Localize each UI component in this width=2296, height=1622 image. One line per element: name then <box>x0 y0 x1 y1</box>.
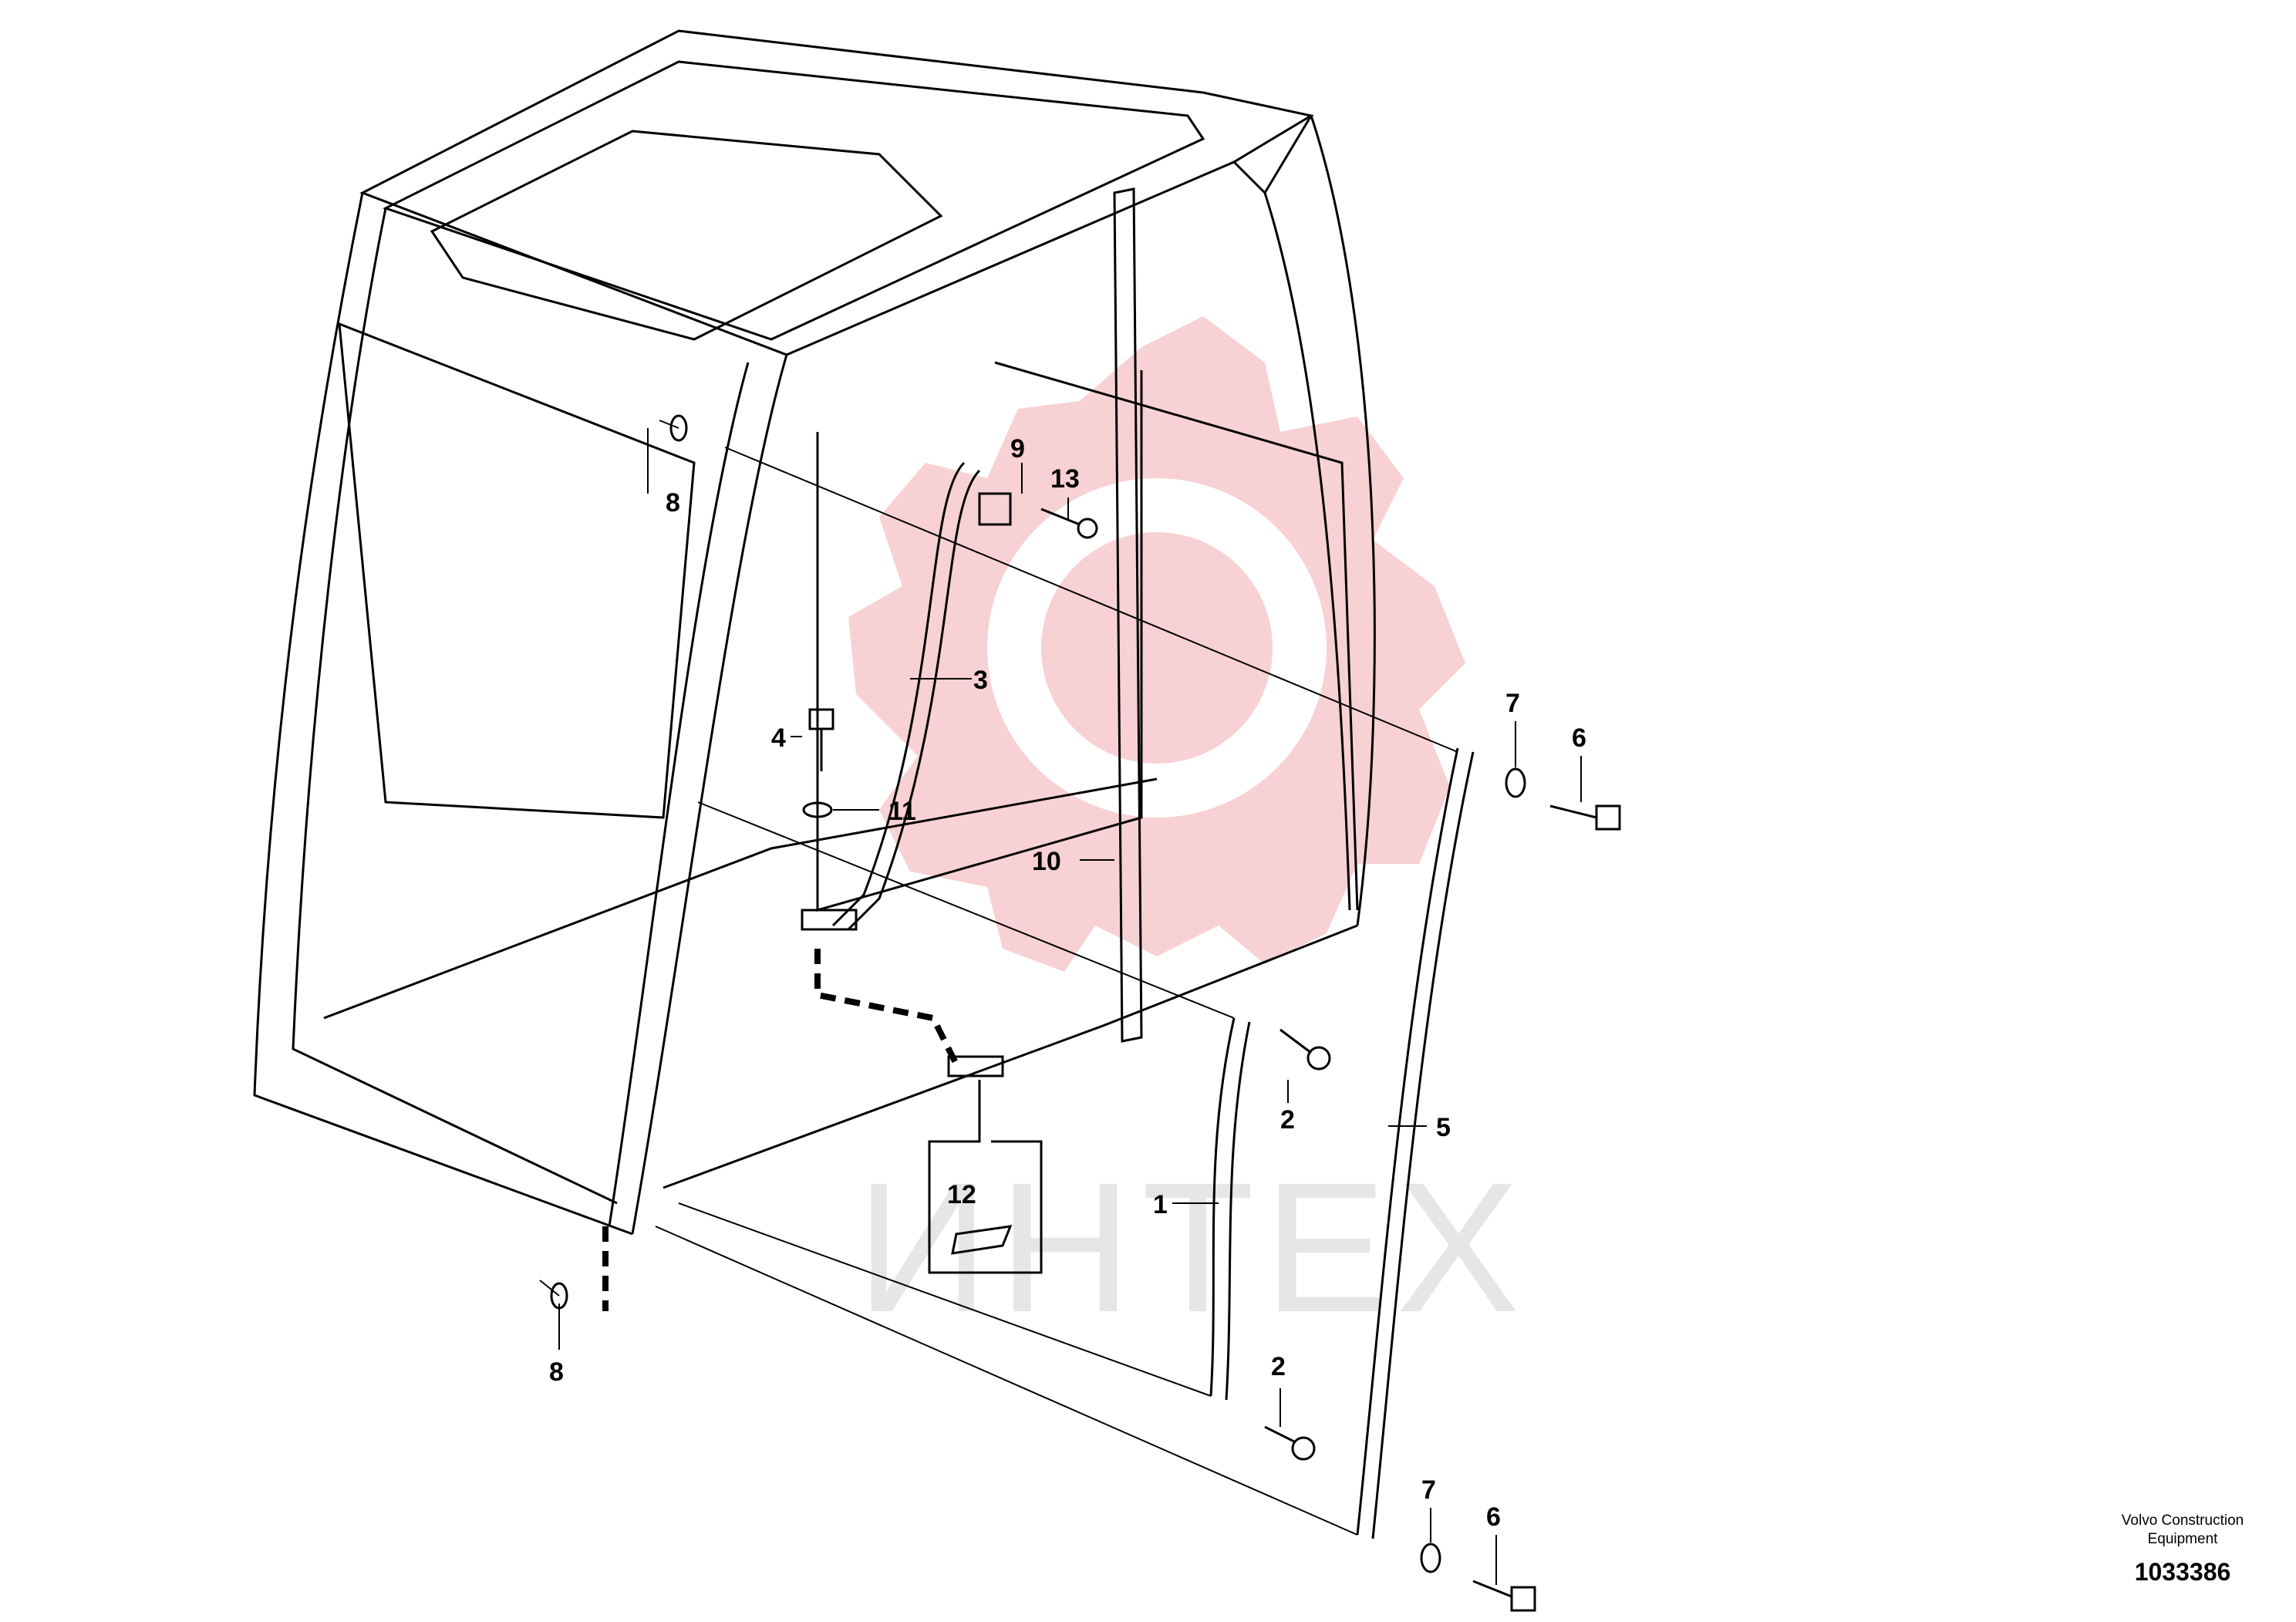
manufacturer-line-1: Volvo Construction <box>2121 1512 2244 1529</box>
part-7-washer-upper <box>1505 767 1526 798</box>
callout-13: 13 <box>1050 464 1080 494</box>
callout-8-lower: 8 <box>549 1357 564 1387</box>
callout-9: 9 <box>1010 434 1025 464</box>
part-9-clip <box>978 492 1012 526</box>
callout-2-upper: 2 <box>1280 1105 1295 1135</box>
cab-frame <box>253 29 1376 1236</box>
part-2-screw-lower <box>1264 1425 1296 1444</box>
manufacturer-line-2: Equipment <box>2147 1531 2218 1547</box>
part-13-screw <box>1040 508 1081 526</box>
dashed-connectors <box>602 949 959 1311</box>
part-11-washer <box>802 801 833 818</box>
part-1-rod <box>1209 1017 1236 1397</box>
part-6-bolt-lower <box>1472 1580 1512 1598</box>
parts <box>550 414 1621 1612</box>
part-7-washer-lower <box>1420 1543 1441 1573</box>
callout-1: 1 <box>1153 1190 1168 1219</box>
callout-5: 5 <box>1436 1113 1451 1142</box>
part-12-pad <box>951 1225 1013 1255</box>
callout-6-upper: 6 <box>1572 723 1586 753</box>
callout-11: 11 <box>888 797 916 826</box>
part-3-foot <box>801 909 858 931</box>
callout-3: 3 <box>973 666 988 695</box>
part-8-washer-upper <box>669 414 688 442</box>
callout-4: 4 <box>771 723 786 753</box>
part-4-bolt <box>808 708 834 730</box>
manufacturer-label: Volvo Construction Equipment <box>2082 1512 2283 1549</box>
part-6-bolt-upper <box>1549 804 1597 819</box>
callout-7-lower: 7 <box>1421 1475 1436 1505</box>
part-5-rod <box>1356 747 1459 1536</box>
watermark-text: ИНТЕХ <box>856 1144 1529 1351</box>
part-2-screw-upper <box>1279 1028 1312 1054</box>
drawing-number: 1033386 <box>2134 1558 2231 1586</box>
callout-8-upper: 8 <box>666 488 680 518</box>
callout-7-upper: 7 <box>1505 689 1520 718</box>
callout-6-lower: 6 <box>1486 1502 1501 1532</box>
callout-12: 12 <box>947 1180 976 1209</box>
callout-2-lower: 2 <box>1271 1352 1286 1381</box>
part-3-rod <box>831 461 966 927</box>
leader-lines <box>539 420 1582 1585</box>
callout-10: 10 <box>1032 847 1061 876</box>
